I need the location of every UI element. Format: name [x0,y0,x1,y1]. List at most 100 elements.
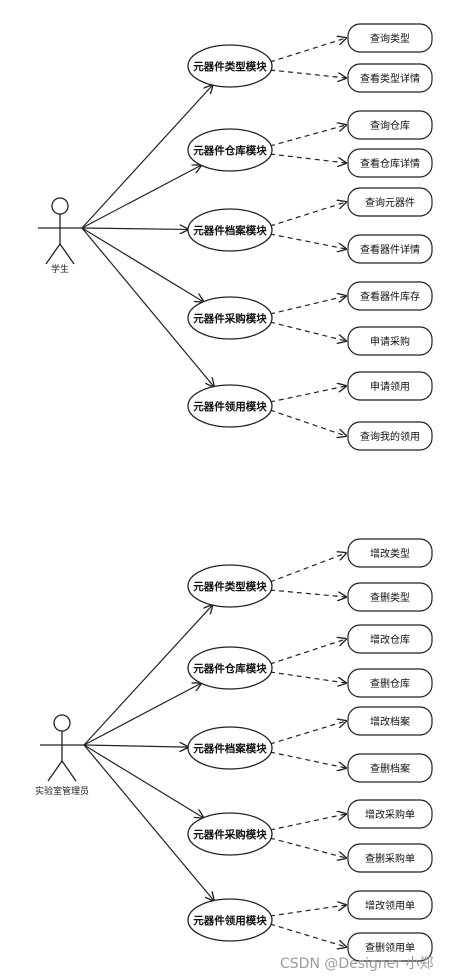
include-line [269,296,346,315]
association-line [81,165,201,229]
module-label: 元器件仓库模块 [193,662,267,675]
leaf-usecase: 查删类型 [347,582,433,612]
module-ellipse [187,208,273,252]
actor-figure-1 [38,197,82,265]
leaf-usecase: 查删仓库 [347,668,433,698]
leaf-usecase: 查询元器件 [347,187,433,217]
include-line [269,553,346,583]
actor-head [53,714,71,732]
module-ellipse [187,296,273,340]
module-ellipse [187,44,273,88]
module-label: 元器件档案模块 [193,224,267,237]
include-line [269,589,346,597]
association-line [83,744,203,818]
leaf-box [347,421,433,451]
association-line [81,228,188,229]
module-ellipse [187,898,273,942]
association-line [83,605,212,746]
leaf-box [347,148,433,178]
module-label: 元器件类型模块 [193,580,267,593]
module-usecase: 元器件仓库模块 [187,646,273,690]
leaf-label: 申请领用 [370,380,410,393]
leaf-label: 增改仓库 [370,633,410,646]
leaf-box [347,624,433,654]
leaf-label: 增改采购单 [365,808,415,821]
leaf-usecase: 查看仓库详情 [347,148,433,178]
leaf-box [347,582,433,612]
include-line [269,321,346,341]
include-line [269,386,346,403]
leaf-box [347,890,433,920]
leaf-box [347,63,433,93]
association-line [81,227,203,302]
include-line [269,639,346,665]
include-line [269,814,346,831]
leaf-box [347,843,433,873]
module-ellipse [187,726,273,770]
association-line [83,683,201,746]
leaf-usecase: 申请领用 [347,371,433,401]
module-ellipse [187,128,273,172]
leaf-box [347,538,433,568]
leaf-label: 申请采购 [370,335,410,348]
actor-head [51,197,69,215]
module-ellipse [187,564,273,608]
leaf-usecase: 查删档案 [347,753,433,783]
leaf-label: 查删档案 [370,762,410,775]
include-line [269,671,346,683]
leaf-label: 增改档案 [370,715,410,728]
association-line [81,85,213,229]
include-line [269,751,346,768]
leaf-usecase: 增改档案 [347,706,433,736]
leaf-label: 查删领用单 [365,941,415,954]
module-ellipse [187,646,273,690]
actor-right-leg [59,243,75,265]
module-ellipse [187,384,273,428]
include-line [269,153,346,163]
module-label: 元器件仓库模块 [193,144,267,157]
include-line [269,38,346,63]
leaf-label: 查删类型 [370,591,410,604]
leaf-box [347,281,433,311]
leaf-usecase: 增改领用单 [347,890,433,920]
leaf-usecase: 查看类型详情 [347,63,433,93]
leaf-usecase: 增改类型 [347,538,433,568]
leaf-label: 查看类型详情 [360,72,420,85]
leaf-box [347,932,433,962]
module-label: 元器件领用模块 [193,914,267,927]
leaf-usecase: 查询类型 [347,23,433,53]
leaf-usecase: 查删采购单 [347,843,433,873]
leaf-usecase: 查询我的领用 [347,421,433,451]
include-line [269,905,346,917]
module-usecase: 元器件采购模块 [187,812,273,856]
leaf-box [347,326,433,356]
module-label: 元器件领用模块 [193,400,267,413]
leaf-label: 查看器件库存 [360,290,420,303]
leaf-label: 查删采购单 [365,852,415,865]
module-usecase: 元器件类型模块 [187,564,273,608]
module-usecase: 元器件领用模块 [187,898,273,942]
association-line [83,744,214,901]
module-usecase: 元器件档案模块 [187,726,273,770]
leaf-box [347,706,433,736]
include-line [269,69,346,78]
module-usecase: 元器件采购模块 [187,296,273,340]
include-line [269,125,346,147]
module-label: 元器件采购模块 [193,828,267,841]
leaf-label: 查删仓库 [370,677,410,690]
leaf-label: 查看器件详情 [360,243,420,256]
leaf-usecase: 增改仓库 [347,624,433,654]
leaf-usecase: 查看器件库存 [347,281,433,311]
leaf-box [347,23,433,53]
actor-figure-2 [40,714,84,782]
include-line [269,923,346,947]
leaf-label: 查看仓库详情 [360,157,420,170]
leaf-label: 增改类型 [370,547,410,560]
module-usecase: 元器件档案模块 [187,208,273,252]
leaf-usecase: 查询仓库 [347,110,433,140]
leaf-box [347,668,433,698]
leaf-box [347,799,433,829]
leaf-box [347,234,433,264]
include-line [269,409,346,436]
